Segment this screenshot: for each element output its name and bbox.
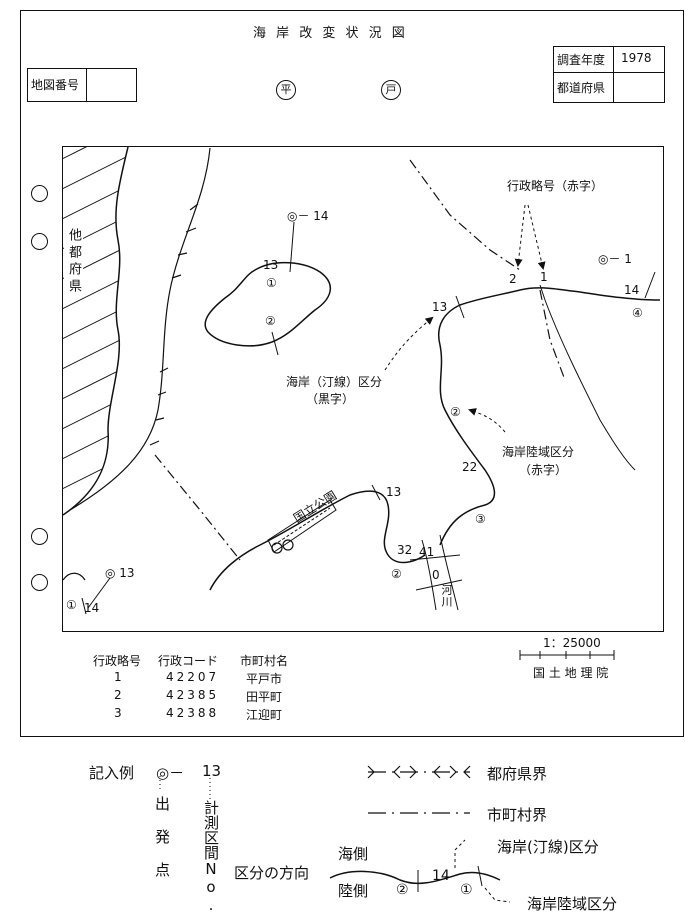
admin-row-1-abbrev: 1 [114,670,122,684]
legend-ex-14: 14 [432,868,450,884]
start-marker-1: ◎－ 14 [287,209,329,223]
legend-shoreline [329,870,501,885]
binder-hole-1 [31,185,48,202]
num-3: ③ [475,512,486,526]
river-label: 河川 [440,584,453,608]
admin-table-header-abbrev: 行政略号 [93,654,142,668]
map-number-label: 地図番号 [31,78,80,92]
legend-ex-2: ② [396,882,409,898]
num-32: 32 [397,543,413,557]
num-1a: ① [266,276,277,290]
survey-info-box [553,46,665,103]
binder-hole-3 [31,528,48,545]
start-marker-2: ◎－ 1 [598,252,632,266]
other-prefecture-label: 他都府県 [64,228,83,296]
map-number-box [27,68,137,102]
num-2c: ② [391,567,402,581]
municipal-boundary-3 [539,289,566,381]
admin-row-1-code: 42207 [166,670,220,684]
num-13c: 13 [386,485,402,499]
admin-table-header-code: 行政コード [158,654,219,668]
admin-row-2-code: 42385 [166,688,220,702]
inland-river [544,299,636,471]
legend-land-div: 海岸陸域区分 [527,895,618,913]
survey-year-value: 1978 [621,51,652,65]
legend-prefecture-boundary-label: 都府県界 [487,765,548,783]
publisher-label: 国 土 地 理 院 [533,666,609,680]
prefecture-label: 都道府県 [557,81,606,95]
admin-row-2-name: 田平町 [246,690,283,704]
num-2: 2 [509,272,517,286]
num-4: ④ [632,306,643,320]
admin-abbrev-label: 行政略号（赤字） [507,179,604,193]
num-13b: 13 [432,300,448,314]
map-name-right-circle: 戸 [381,80,401,100]
admin-row-3-abbrev: 3 [114,706,122,720]
municipal-boundary-2 [409,159,521,271]
legend-sea-side: 海側 [338,845,369,863]
legend-shore-div: 海岸(汀線)区分 [497,838,599,856]
legend-section-caption: 計測区間No. [202,800,220,914]
map-name-left-circle: 平 [276,80,296,100]
admin-row-3-code: 42388 [166,706,220,720]
shoreline-division-label: 海岸（汀線）区分 [286,375,383,389]
island [204,261,332,347]
form-frame [20,10,684,737]
survey-year-label: 調査年度 [557,53,606,67]
legend-section-number: 13 [202,762,222,780]
legend-direction-label: 区分の方向 [234,864,310,882]
land-zone-color: （赤字） [519,463,568,477]
legend-prefecture-boundary-symbol [367,765,471,779]
num-1: 1 [540,270,548,284]
num-2a: ② [265,314,276,328]
admin-row-2-abbrev: 2 [114,688,122,702]
south-coastline [209,490,426,591]
shoreline-division-color: （黒字） [306,392,355,406]
admin-table-header-name: 市町村名 [240,654,289,668]
start-marker-3: ◎ 13 [105,566,135,580]
num-14b: 14 [84,601,100,615]
admin-row-1-name: 平戸市 [246,672,283,686]
southwest-islet [62,572,86,581]
binder-hole-4 [31,574,48,591]
map-frame [62,146,664,632]
num-41: 41 [419,545,435,559]
map-name-left: 平 [280,83,292,96]
west-coastline [62,146,129,516]
legend-start-caption: 出発点 [153,796,171,895]
river [421,534,459,611]
num-2b: ② [450,405,461,419]
land-zone-label: 海岸陸域区分 [502,445,575,459]
num-22: 22 [462,460,478,474]
northeast-coastline [438,287,661,546]
scale-label: 1：25000 [543,636,601,650]
legend-example-label: 記入例 [89,764,135,782]
scale-bar [519,650,615,660]
map-name-right: 戸 [385,83,397,96]
legend-start-symbol: ◎－ [156,764,185,782]
sheet-title: 海 岸 改 変 状 況 図 [253,26,408,41]
admin-row-3-name: 江迎町 [246,708,283,722]
num-13a: 13 [263,258,279,272]
municipal-boundary-1 [154,454,241,561]
west-land-shore [69,147,211,511]
legend-land-side: 陸側 [338,882,369,900]
legend-ex-1: ① [460,882,473,898]
num-1b: ① [66,598,77,612]
binder-hole-2 [31,233,48,250]
num-14: 14 [624,283,640,297]
num-0: 0 [432,568,440,582]
legend-municipal-boundary-label: 市町村界 [487,806,548,824]
